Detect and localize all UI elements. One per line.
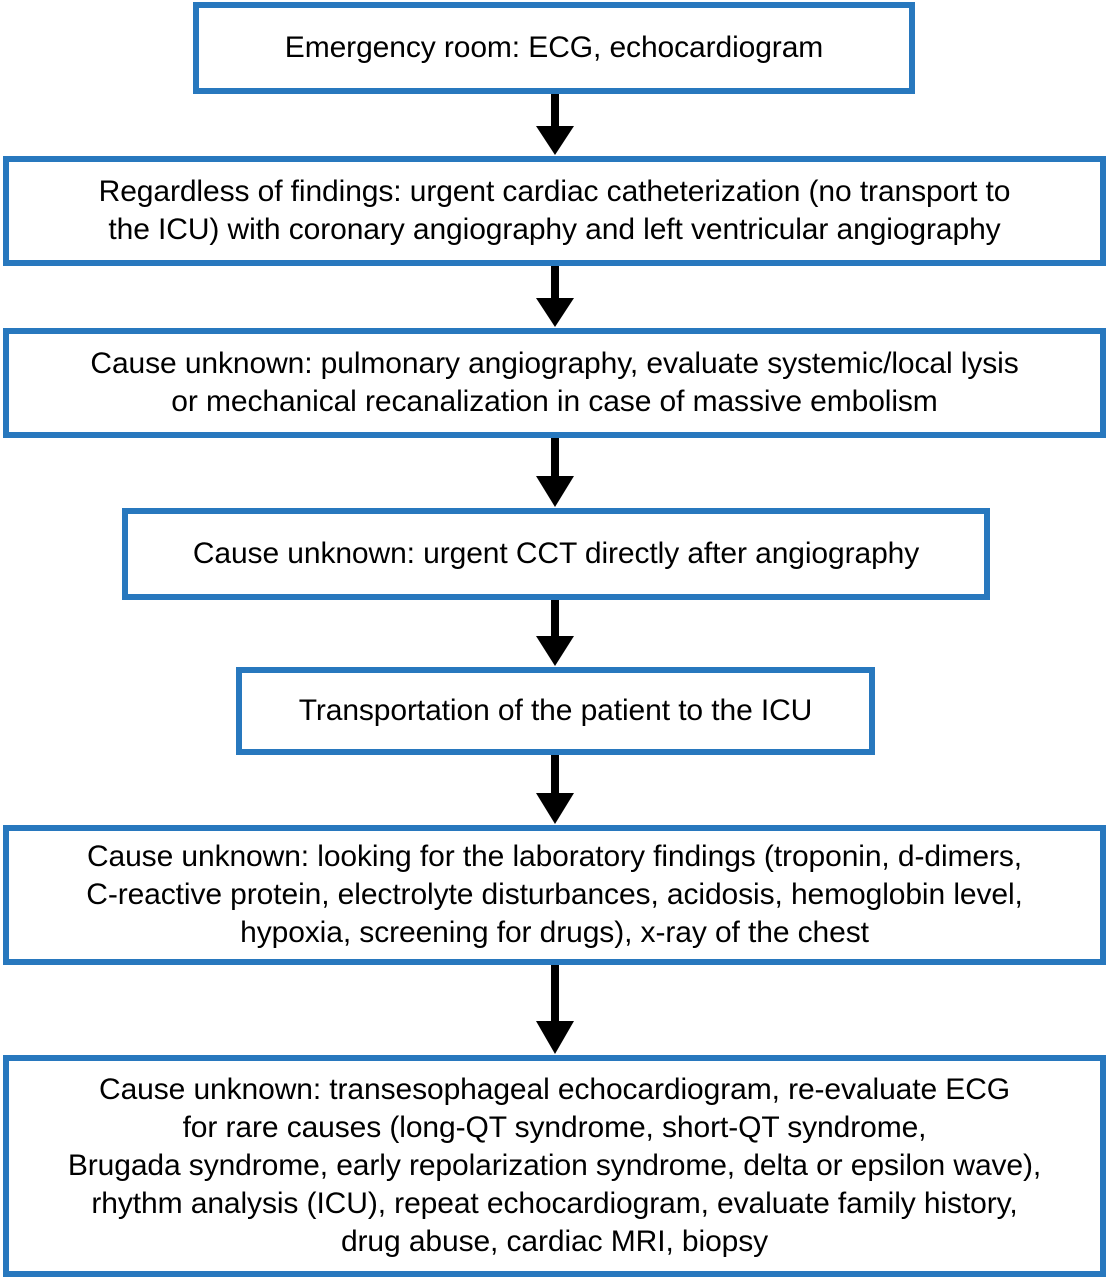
flowchart-arrow-down-1: [533, 94, 577, 156]
flowchart-arrow-down-2: [533, 266, 577, 328]
flowchart-node-urgent-catheterization[interactable]: Regardless of findings: urgent cardiac c…: [3, 156, 1106, 266]
flowchart-node-transport-to-icu[interactable]: Transportation of the patient to the ICU: [236, 667, 875, 755]
flowchart-node-pulmonary-angiography[interactable]: Cause unknown: pulmonary angiography, ev…: [3, 328, 1106, 438]
flowchart-arrow-down-5: [533, 755, 577, 825]
flowchart-node-rare-causes-workup[interactable]: Cause unknown: transesophageal echocardi…: [3, 1055, 1106, 1277]
flowchart-arrow-down-6: [533, 965, 577, 1055]
flowchart-node-label: Cause unknown: urgent CCT directly after…: [192, 537, 920, 570]
flowchart-node-label: Cause unknown: transesophageal echocardi…: [67, 1073, 1042, 1258]
flowchart-node-label: Cause unknown: pulmonary angiography, ev…: [90, 347, 1019, 418]
flowchart-node-label: Regardless of findings: urgent cardiac c…: [98, 175, 1011, 246]
flowchart-arrow-down-3: [533, 438, 577, 508]
flowchart-arrow-down-4: [533, 600, 577, 667]
flowchart-node-label: Transportation of the patient to the ICU: [298, 694, 813, 727]
flowchart-node-laboratory-findings[interactable]: Cause unknown: looking for the laborator…: [3, 825, 1106, 965]
flowchart-node-label: Cause unknown: looking for the laborator…: [86, 840, 1023, 949]
flowchart-node-emergency-room[interactable]: Emergency room: ECG, echocardiogram: [193, 2, 915, 94]
flowchart-node-urgent-cct[interactable]: Cause unknown: urgent CCT directly after…: [122, 508, 990, 600]
flowchart-node-label: Emergency room: ECG, echocardiogram: [284, 31, 824, 64]
